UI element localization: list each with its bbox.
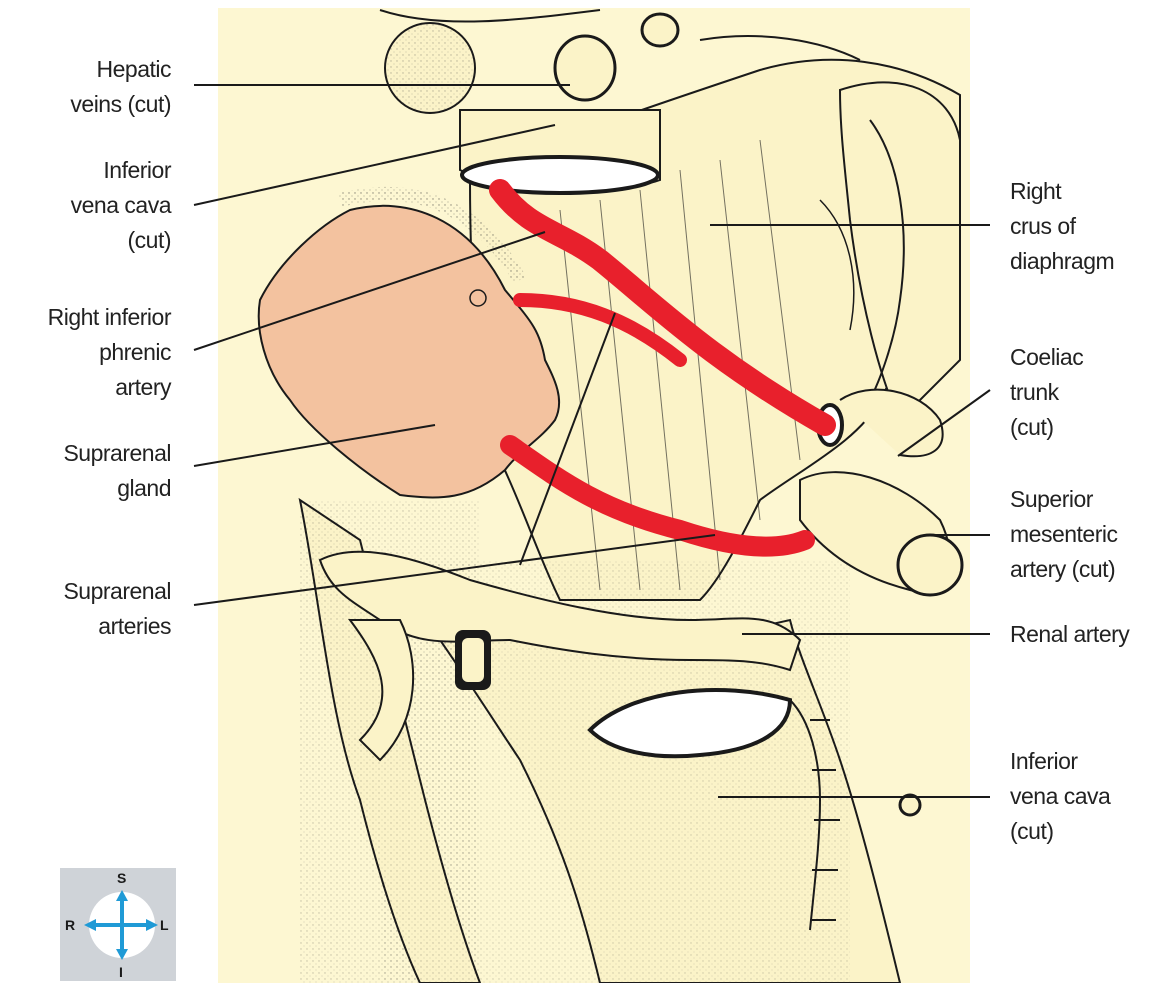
label-hepatic-veins: Hepatic veins (cut) (70, 52, 171, 122)
hepatic-vein-center (555, 36, 615, 100)
label-right-crus: Right crus of diaphragm (1010, 174, 1114, 279)
compass-inferior: I (119, 964, 123, 980)
compass-superior: S (117, 870, 126, 886)
label-suprarenal-gland: Suprarenal gland (63, 436, 171, 506)
compass-right: R (65, 917, 75, 933)
label-right-inferior-phrenic-artery: Right inferior phrenic artery (48, 300, 171, 405)
label-ivc-top: Inferior vena cava (cut) (71, 153, 171, 258)
label-coeliac-trunk: Coeliac trunk (cut) (1010, 340, 1083, 445)
label-superior-mesenteric: Superior mesenteric artery (cut) (1010, 482, 1117, 587)
label-ivc-bottom: Inferior vena cava (cut) (1010, 744, 1110, 849)
label-renal-artery: Renal artery (1010, 617, 1129, 652)
orientation-compass: S I R L (60, 868, 176, 981)
compass-left: L (160, 917, 169, 933)
label-suprarenal-arteries: Suprarenal arteries (63, 574, 171, 644)
